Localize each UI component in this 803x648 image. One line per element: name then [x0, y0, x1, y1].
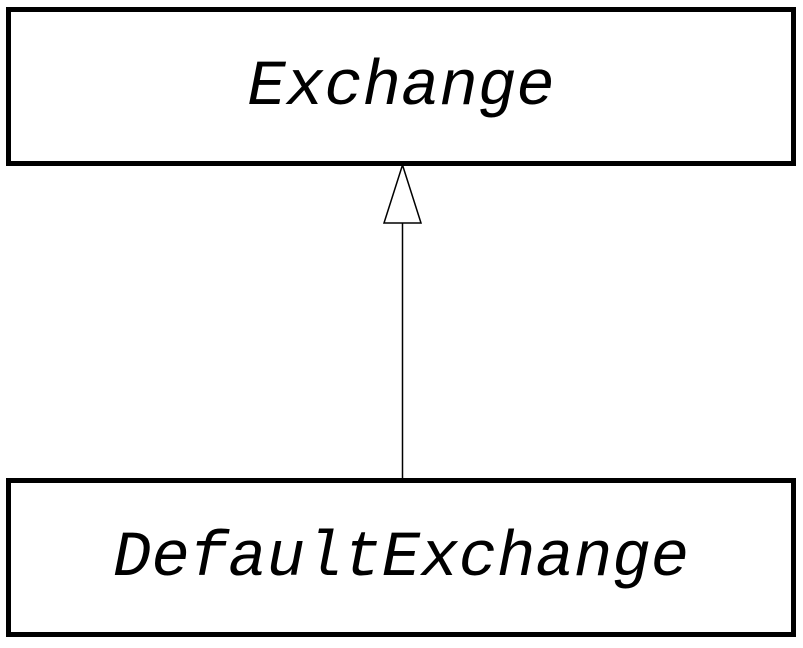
class-node-defaultexchange: DefaultExchange [6, 478, 796, 637]
inheritance-arrowhead-icon [382, 162, 423, 224]
class-node-exchange: Exchange [6, 7, 796, 166]
class-name-label: DefaultExchange [112, 522, 690, 595]
class-name-label: Exchange [247, 51, 555, 124]
